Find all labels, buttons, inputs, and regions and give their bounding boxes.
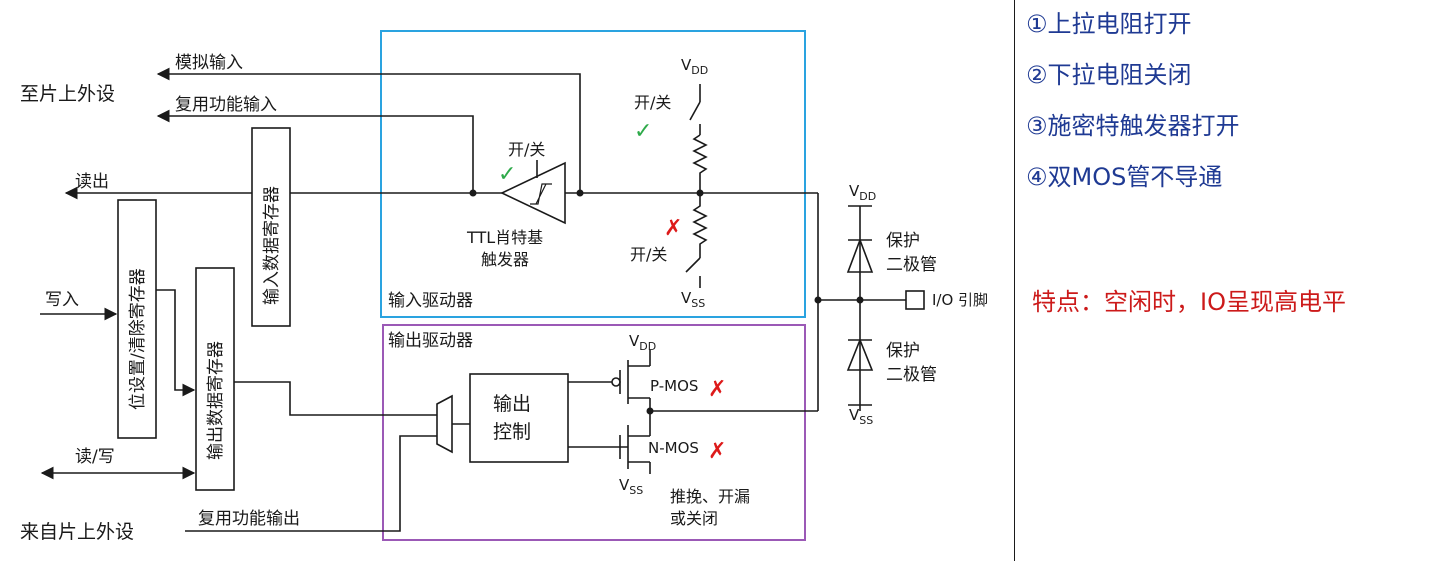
output-mode-line1: 推挽、开漏 xyxy=(670,487,750,506)
from-peripheral-label: 来自片上外设 xyxy=(20,521,134,543)
output-data-register xyxy=(195,267,235,491)
schmitt-trigger xyxy=(500,161,566,225)
pullup-switch-label: 开/关 xyxy=(634,93,671,112)
output-vdd-label: VDD xyxy=(629,332,656,353)
io-pin xyxy=(905,290,925,310)
pulldown-switch-label: 开/关 xyxy=(630,245,667,264)
gpio-diagram: 至片上外设 来自片上外设 模拟输入 复用功能输入 读出 写入 读/写 复用功能输… xyxy=(20,30,988,543)
note-pulldown-off: ②下拉电阻关闭 xyxy=(1026,61,1192,89)
pullup-resistor xyxy=(692,134,708,193)
schmitt-switch-label: 开/关 xyxy=(508,140,545,159)
to-peripheral-label: 至片上外设 xyxy=(20,83,115,105)
diode-top-label-line1: 保护 xyxy=(886,231,920,251)
protection-diode-top xyxy=(846,237,874,273)
diode-bottom-label-line1: 保护 xyxy=(886,341,920,361)
output-driver-box xyxy=(382,324,806,541)
input-driver-title: 输入驱动器 xyxy=(388,291,473,311)
note-schmitt-on: ③施密特触发器打开 xyxy=(1026,112,1240,140)
write-label: 写入 xyxy=(45,290,79,310)
input-driver-box xyxy=(380,30,806,318)
output-vss-label: VSS xyxy=(619,476,643,497)
output-mux xyxy=(436,394,453,454)
protection-diode-bottom xyxy=(846,337,874,371)
output-mode-line2: 或关闭 xyxy=(670,509,718,528)
pullup-check-mark: ✓ xyxy=(634,119,652,144)
diode-top-label-line2: 二极管 xyxy=(886,255,937,275)
input-vdd-label: VDD xyxy=(681,56,708,77)
output-driver-title: 输出驱动器 xyxy=(388,331,473,351)
af-output-wire xyxy=(185,435,437,532)
pulldown-switch xyxy=(685,257,701,273)
af-input-wire xyxy=(156,109,474,193)
bit-set-reset-register-label: 位设置/清除寄存器 xyxy=(128,268,148,410)
nmos-cross-mark: ✗ xyxy=(708,439,726,464)
output-control-block xyxy=(469,373,569,463)
input-data-register xyxy=(251,127,291,327)
io-pin-label: I/O 引脚 xyxy=(932,291,988,309)
analog-input-label: 模拟输入 xyxy=(175,53,243,73)
pulldown-cross-mark: ✗ xyxy=(664,216,682,241)
separator-line xyxy=(1014,0,1015,561)
schmitt-label-line1: TTL肖特基 xyxy=(466,228,543,247)
output-control-line1: 输出 xyxy=(493,393,531,415)
bit-set-reset-register xyxy=(117,199,157,439)
diode-bottom-label-line2: 二极管 xyxy=(886,365,937,385)
note-pullup-on: ①上拉电阻打开 xyxy=(1026,10,1192,38)
output-data-register-label: 输出数据寄存器 xyxy=(206,341,226,460)
pmos-cross-mark: ✗ xyxy=(708,377,726,402)
pulldown-resistor xyxy=(692,193,708,258)
pmos-label: P-MOS xyxy=(650,377,698,395)
schmitt-check-mark: ✓ xyxy=(498,162,516,187)
af-output-label: 复用功能输出 xyxy=(198,509,300,529)
output-control-line2: 控制 xyxy=(493,421,531,443)
input-vss-label: VSS xyxy=(681,289,705,310)
input-data-register-label: 输入数据寄存器 xyxy=(262,186,282,305)
read-label: 读出 xyxy=(75,172,109,192)
feature-note: 特点：空闲时，IO呈现高电平 xyxy=(1032,288,1346,316)
analog-input-wire xyxy=(156,67,581,193)
af-input-label: 复用功能输入 xyxy=(175,95,277,115)
protection-vss-label: VSS xyxy=(849,406,873,427)
protection-vdd-label: VDD xyxy=(849,182,876,203)
nmos-label: N-MOS xyxy=(648,439,699,457)
schmitt-label-line2: 触发器 xyxy=(481,250,529,269)
read-write-label: 读/写 xyxy=(75,447,115,467)
note-mos-off: ④双MOS管不导通 xyxy=(1026,163,1223,191)
pullup-switch xyxy=(689,101,701,121)
